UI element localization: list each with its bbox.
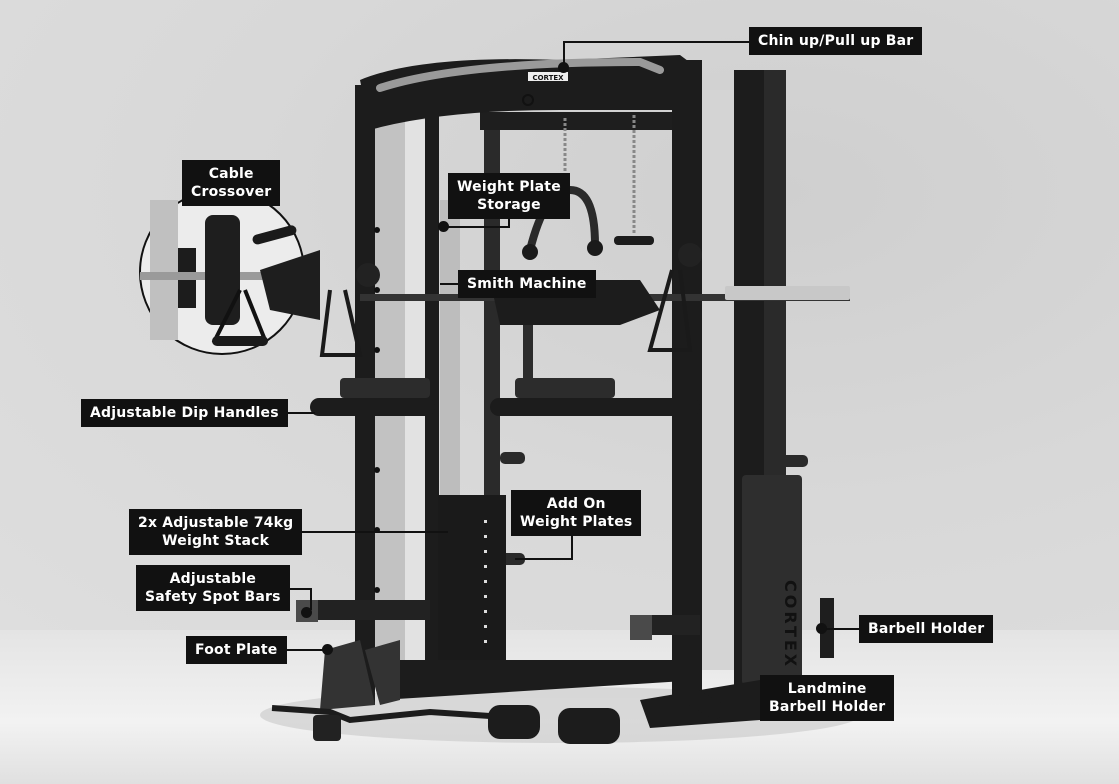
leader-line-dip [287,412,315,414]
svg-text:CORTEX: CORTEX [781,580,800,669]
leader-line-add-on-v [571,533,573,559]
anchor-dot-safety [301,607,312,618]
callout-cable-crossover: Cable Crossover [182,160,281,206]
leader-line-weight-storage [445,226,510,228]
callout-text-line2: Weight Stack [162,533,270,549]
callout-text-line2: Barbell Holder [769,699,886,715]
callout-text: Smith Machine [467,276,587,292]
leader-line-foot-plate [286,649,328,651]
callout-landmine-barbell-holder: Landmine Barbell Holder [760,675,895,721]
svg-text:CORTEX: CORTEX [532,74,564,82]
leader-line-smith [440,283,460,285]
callout-adjustable-dip-handles: Adjustable Dip Handles [81,399,288,427]
callout-text-line1: Adjustable [169,571,257,587]
callout-text: Foot Plate [195,642,278,658]
callout-text: Chin up/Pull up Bar [758,33,914,49]
leader-line-barbell-holder [825,628,861,630]
leader-line-safety-v [310,588,312,610]
anchor-dot-chin-up [558,62,569,73]
leader-line-chin-up-v [563,41,565,67]
anchor-dot-barbell-holder [816,623,827,634]
callout-text-line1: Weight Plate [457,179,561,195]
callout-weight-plate-storage: Weight Plate Storage [448,173,570,219]
callout-foot-plate: Foot Plate [186,636,287,664]
callout-text-line2: Weight Plates [520,514,633,530]
callout-chin-up-bar: Chin up/Pull up Bar [749,27,923,55]
leader-line-safety [290,588,312,590]
leader-line-add-on [515,558,573,560]
callout-text: Adjustable Dip Handles [90,405,279,421]
callout-text-line1: Landmine [787,681,867,697]
callout-text-line1: Cable [208,166,254,182]
callout-text-line2: Crossover [191,184,272,200]
leader-line-weight-storage-v [508,214,510,228]
callout-add-on-weight-plates: Add On Weight Plates [511,490,642,536]
callout-safety-spot-bars: Adjustable Safety Spot Bars [136,565,290,611]
anchor-dot-foot-plate [322,644,333,655]
anchor-dot-weight-storage [438,221,449,232]
callout-text-line1: 2x Adjustable 74kg [138,515,294,531]
callout-smith-machine: Smith Machine [458,270,596,298]
callout-barbell-holder: Barbell Holder [859,615,994,643]
leader-line-weight-stack [298,531,448,533]
callout-text: Barbell Holder [868,621,985,637]
leader-line-chin-up [563,41,753,43]
callout-text-line1: Add On [546,496,606,512]
callout-weight-stack: 2x Adjustable 74kg Weight Stack [129,509,303,555]
callout-text-line2: Storage [477,197,541,213]
callout-text-line2: Safety Spot Bars [145,589,281,605]
